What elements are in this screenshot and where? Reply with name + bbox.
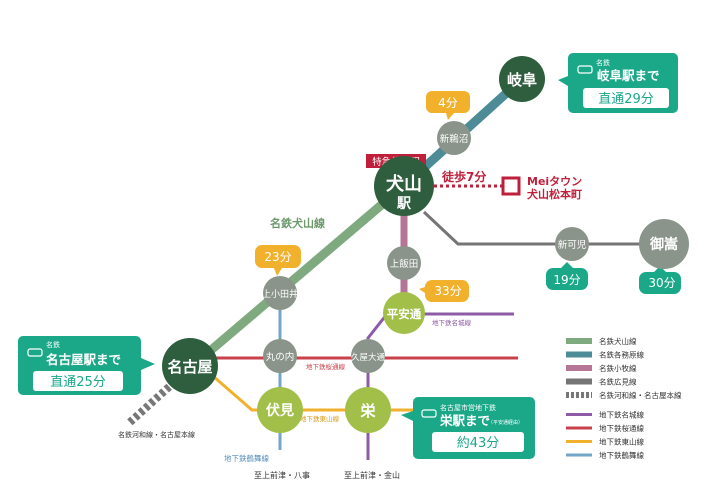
- svg-text:新鵜沼: 新鵜沼: [440, 133, 469, 145]
- legend-item: 名鉄犬山線: [566, 336, 637, 346]
- legend-item: 地下鉄桜通線: [566, 423, 644, 433]
- legend-label: 名鉄各務原線: [599, 350, 644, 360]
- sakuradori-line-label: 地下鉄桜通線: [306, 362, 346, 371]
- svg-text:直通29分: 直通29分: [598, 92, 654, 107]
- badge-kami-otai: 23分: [255, 245, 301, 276]
- station-sakae: 栄: [345, 387, 391, 433]
- legend-item: 名鉄各務原線: [566, 350, 644, 360]
- to-kanayama-label: 至上前津・金山: [344, 470, 400, 480]
- station-marunouchi: 丸の内: [263, 339, 297, 373]
- badge-shin-kani: 19分: [546, 262, 588, 290]
- svg-text:新可児: 新可児: [558, 239, 587, 251]
- svg-text:御嵩: 御嵩: [649, 236, 678, 253]
- svg-text:岐阜駅まで: 岐阜駅まで: [597, 68, 660, 83]
- callout-gifu: 名鉄 岐阜駅まで 直通29分: [558, 53, 678, 113]
- hiromi-line: [422, 210, 664, 246]
- svg-text:平安通: 平安通: [387, 307, 422, 321]
- station-mitake: 御嵩: [639, 219, 689, 269]
- station-shin-unuma: 新鵜沼: [437, 121, 471, 155]
- svg-text:23分: 23分: [264, 250, 291, 264]
- svg-text:（平安通経由）: （平安通経由）: [488, 419, 523, 426]
- to-yagoto-label: 至上前津・八事: [254, 470, 310, 480]
- svg-text:19分: 19分: [553, 273, 580, 287]
- svg-text:上飯田: 上飯田: [390, 258, 419, 270]
- legend-item: 地下鉄鶴舞線: [566, 450, 644, 460]
- svg-text:上小田井: 上小田井: [262, 288, 298, 300]
- station-nagoya: 名古屋: [162, 338, 218, 394]
- badge-shin-unuma: 4分: [426, 91, 470, 120]
- legend: 名鉄犬山線名鉄各務原線名鉄小牧線名鉄広見線名鉄河和線・名古屋本線地下鉄名城線地下…: [566, 336, 682, 460]
- svg-text:栄駅まで: 栄駅まで: [439, 413, 490, 428]
- destination-marker: [501, 176, 521, 196]
- train-icon: [577, 65, 593, 74]
- inuyama-line: [187, 180, 409, 372]
- legend-item: 地下鉄東山線: [566, 437, 644, 447]
- legend-label: 地下鉄鶴舞線: [599, 450, 644, 460]
- svg-text:名古屋市営地下鉄: 名古屋市営地下鉄: [440, 403, 496, 412]
- legend-label: 名鉄広見線: [599, 377, 637, 387]
- legend-label: 地下鉄桜通線: [599, 423, 644, 433]
- station-inuyama: 犬山 駅: [374, 156, 434, 216]
- svg-text:駅: 駅: [397, 196, 412, 212]
- badge-mitake: 30分: [639, 266, 681, 294]
- callout-nagoya: 名鉄 名古屋駅まで 直通25分: [18, 336, 155, 395]
- svg-text:丸の内: 丸の内: [266, 351, 295, 363]
- train-icon: [421, 409, 437, 418]
- legend-label: 名鉄河和線・名古屋本線: [599, 390, 682, 400]
- station-heian-dori: 平安通: [383, 292, 425, 334]
- legend-item: 名鉄広見線: [566, 377, 637, 387]
- svg-text:33分: 33分: [434, 284, 461, 298]
- legend-label: 地下鉄名城線: [599, 410, 644, 420]
- svg-text:犬山: 犬山: [386, 173, 422, 195]
- kawawa-line-label: 名鉄河和線・名古屋本線: [118, 430, 195, 439]
- legend-item: 地下鉄名城線: [566, 410, 644, 420]
- legend-label: 名鉄小牧線: [599, 363, 637, 373]
- station-kami-otai: 上小田井: [262, 276, 298, 310]
- train-icon: [27, 348, 43, 357]
- higashiyama-line-label: 地下鉄東山線: [300, 414, 340, 423]
- svg-text:栄: 栄: [359, 402, 376, 420]
- station-shin-kani: 新可児: [555, 227, 589, 261]
- svg-text:岐阜: 岐阜: [507, 71, 537, 89]
- svg-text:名古屋: 名古屋: [167, 358, 212, 376]
- station-gifu: 岐阜: [499, 56, 545, 102]
- svg-text:4分: 4分: [438, 96, 458, 110]
- callout-sakae: 名古屋市営地下鉄 栄駅まで （平安通経由） 約43分: [401, 397, 535, 459]
- svg-text:30分: 30分: [648, 276, 675, 290]
- legend-label: 名鉄犬山線: [599, 336, 637, 346]
- station-fushimi: 伏見: [257, 387, 303, 433]
- legend-item: 名鉄河和線・名古屋本線: [566, 390, 682, 400]
- meijo-line-south: [366, 313, 389, 460]
- svg-text:伏見: 伏見: [266, 402, 294, 419]
- tsurumai-line-label: 地下鉄鶴舞線: [224, 453, 269, 463]
- inuyama-line-label: 名鉄犬山線: [270, 216, 325, 230]
- destination-line2: 犬山松本町: [527, 187, 582, 201]
- svg-text:久屋大通: 久屋大通: [351, 352, 386, 363]
- destination-line1: Meiタウン: [527, 175, 582, 188]
- station-kami-iida: 上飯田: [387, 246, 421, 280]
- station-hisaya-odori: 久屋大通: [351, 339, 386, 373]
- walk-label: 徒歩7分: [441, 169, 486, 184]
- legend-item: 名鉄小牧線: [566, 363, 637, 373]
- svg-text:名鉄: 名鉄: [46, 340, 60, 349]
- badge-heian-dori: 33分: [419, 280, 469, 302]
- meijo-line-label: 地下鉄名城線: [432, 318, 472, 327]
- svg-text:約43分: 約43分: [457, 436, 500, 451]
- svg-text:名古屋駅まで: 名古屋駅まで: [46, 352, 121, 367]
- svg-text:名鉄: 名鉄: [596, 58, 610, 67]
- legend-label: 地下鉄東山線: [599, 437, 644, 447]
- svg-text:直通25分: 直通25分: [50, 375, 106, 390]
